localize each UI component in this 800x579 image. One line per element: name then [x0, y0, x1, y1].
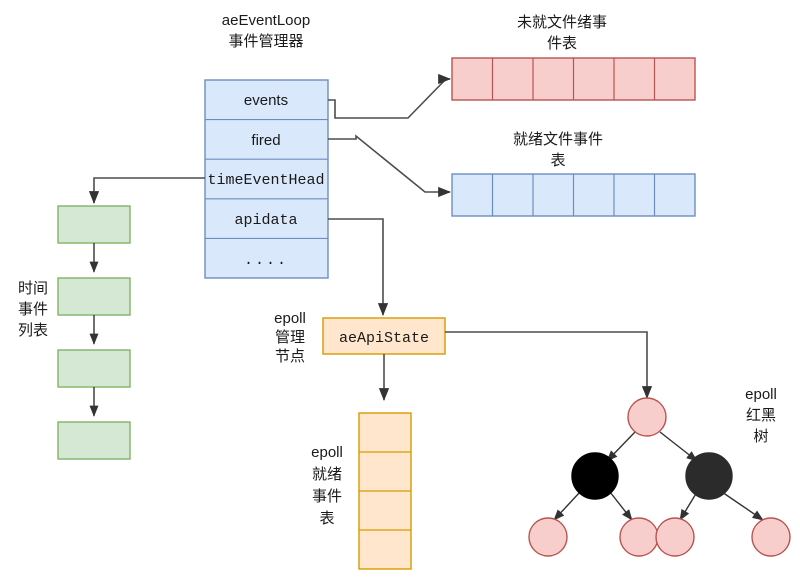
rbtree-node-right[interactable]	[685, 452, 733, 500]
struct-field-timeeventhead[interactable]: timeEventHead	[207, 172, 324, 189]
struct-field-events[interactable]: events	[244, 92, 288, 109]
epoll-node-label-line-2: 管理	[275, 329, 305, 346]
epoll-ready-event-table[interactable]: epoll 就绪 事件 表	[311, 412, 412, 570]
time-event-list-label-line-1: 时间	[18, 280, 48, 297]
time-event-list-label-line-2: 事件	[18, 301, 48, 318]
time-event-node[interactable]	[57, 277, 131, 316]
unready-table-label-line-1: 未就文件绪事	[517, 14, 607, 31]
epoll-ready-label-line-3: 事件	[312, 488, 342, 505]
ae-api-state-box[interactable]	[322, 317, 446, 355]
epoll-ready-label-line-2: 就绪	[312, 466, 342, 483]
time-event-node[interactable]	[57, 421, 131, 460]
rbtree-node-leaf-2[interactable]	[619, 517, 659, 557]
epoll-red-black-tree[interactable]: epoll 红黑 树	[528, 386, 791, 557]
rbtree-node-leaf-4[interactable]	[751, 517, 791, 557]
epoll-node-label-line-1: epoll	[274, 310, 306, 327]
rbtree-label-line-2: 红黑	[746, 407, 776, 424]
ae-api-state-label: aeApiState	[339, 330, 429, 347]
ready-table-label-line-1: 就绪文件事件	[513, 131, 603, 148]
rbtree-node-root[interactable]	[627, 397, 667, 437]
epoll-ready-label-line-1: epoll	[311, 444, 343, 461]
epoll-ready-label-line-4: 表	[319, 510, 334, 527]
epoll-management-node[interactable]: epoll 管理 节点 aeApiState	[274, 310, 446, 365]
rbtree-label-line-3: 树	[753, 428, 768, 445]
edge-left-to-leaf-1	[553, 491, 581, 521]
rbtree-node-left[interactable]	[571, 452, 619, 500]
time-event-node[interactable]	[57, 349, 131, 388]
struct-field-ellipsis[interactable]: ....	[244, 252, 288, 269]
rbtree-node-leaf-3[interactable]	[655, 517, 695, 557]
edge-apidata-to-aeapistate	[328, 218, 389, 316]
edge-root-to-right-child	[659, 431, 698, 462]
struct-field-apidata[interactable]: apidata	[234, 212, 297, 229]
edge-timeeventhead-to-time-list	[88, 177, 205, 204]
edge-fired-to-ready-table	[328, 134, 451, 198]
unready-table-label-line-2: 件表	[547, 35, 577, 52]
title-line-1: aeEventLoop	[222, 12, 310, 29]
ready-table-label-line-2: 表	[550, 152, 565, 169]
edge-root-to-left-child	[606, 431, 636, 462]
edge-left-to-leaf-2	[609, 491, 633, 521]
edge-events-to-unready-table	[328, 73, 451, 119]
ready-file-event-table[interactable]: 就绪文件事件 表	[451, 131, 696, 217]
edge-right-to-leaf-4	[721, 491, 764, 521]
struct-box-outline	[204, 79, 329, 279]
time-event-node[interactable]	[57, 205, 131, 244]
rbtree-label-line-1: epoll	[745, 386, 777, 403]
edge-aeapistate-to-rbtree	[445, 331, 653, 399]
ae-event-loop-struct[interactable]: events fired timeEventHead apidata ....	[204, 79, 329, 279]
time-event-list[interactable]: 时间 事件 列表	[18, 205, 131, 460]
time-event-list-label-line-3: 列表	[18, 322, 48, 339]
title-line-2: 事件管理器	[228, 33, 303, 50]
struct-field-fired[interactable]: fired	[251, 132, 280, 149]
unready-file-event-table[interactable]: 未就文件绪事 件表	[451, 14, 696, 101]
edge-right-to-leaf-3	[679, 491, 698, 521]
rbtree-node-leaf-1[interactable]	[528, 517, 568, 557]
epoll-node-label-line-3: 节点	[275, 348, 305, 365]
diagram-title: aeEventLoop 事件管理器	[222, 12, 310, 50]
